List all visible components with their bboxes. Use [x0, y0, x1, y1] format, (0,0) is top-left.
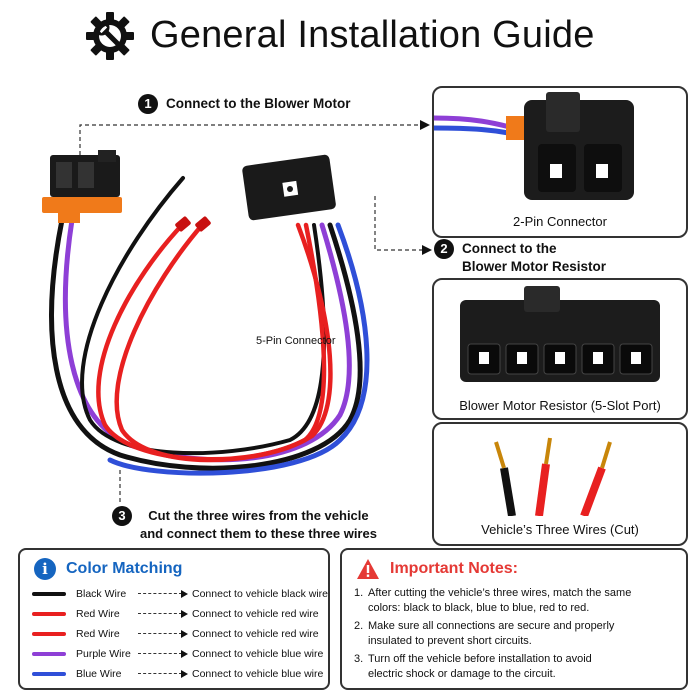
arrow-icon	[138, 590, 188, 598]
note-number: 2.	[354, 620, 364, 632]
note-line: Make sure all connections are secure and…	[368, 620, 615, 632]
wire-destination: Connect to vehicle red wire	[192, 628, 319, 640]
vehicle-wires-closeup	[494, 437, 612, 516]
note-line: After cutting the vehicle’s three wires,…	[368, 587, 632, 599]
black-wire	[49, 217, 363, 471]
color-matching-title: Color Matching	[66, 560, 183, 577]
step-text-line1: Cut the three wires from the vehicle	[148, 508, 369, 523]
color-row: Red Wire Connect to vehicle red wire	[32, 606, 319, 622]
important-notes-header: Important Notes:	[356, 558, 518, 580]
leader-lines	[79, 124, 422, 505]
wiring-diagram	[42, 120, 432, 505]
vehicle-wires-caption: Vehicle’s Three Wires (Cut)	[481, 522, 639, 537]
resistor-panel: Blower Motor Resistor (5-Slot Port)	[432, 278, 688, 420]
wire-destination: Connect to vehicle blue wire	[192, 648, 324, 660]
five-pin-label: 5-Pin Connector	[256, 335, 336, 347]
page-title: General Installation Guide	[150, 14, 595, 56]
step-text-line2: Blower Motor Resistor	[462, 259, 607, 274]
blue-wire	[107, 222, 370, 476]
vehicle-wires-panel: Vehicle’s Three Wires (Cut)	[432, 422, 688, 546]
step-1: 1 Connect to the Blower Motor	[138, 94, 351, 114]
note-number: 1.	[354, 587, 364, 599]
note-line: electric shock or damage to the circuit.	[368, 667, 556, 680]
wire-swatch	[32, 632, 66, 636]
color-row: Blue Wire Connect to vehicle blue wire	[32, 666, 323, 682]
step-number: 2	[434, 239, 454, 259]
five-pin-connector	[242, 154, 336, 221]
wire-destination: Connect to vehicle blue wire	[192, 668, 324, 680]
arrow-icon	[138, 650, 188, 658]
wire-name: Black Wire	[76, 588, 127, 600]
gear-wrench-icon	[86, 12, 134, 60]
color-matching-header: i Color Matching	[34, 558, 182, 580]
step-text: Connect to the Blower Motor	[166, 96, 351, 111]
step-3: 3 Cut the three wires from the vehicle a…	[112, 506, 377, 543]
arrow-icon	[138, 630, 188, 638]
color-row: Black Wire Connect to vehicle black wire	[32, 586, 328, 602]
step-number: 3	[112, 506, 132, 526]
wire-name: Blue Wire	[76, 668, 122, 680]
important-notes-box: Important Notes: 1. After cutting the veh…	[340, 548, 688, 690]
info-icon: i	[34, 558, 56, 580]
two-pin-caption: 2-Pin Connector	[513, 214, 607, 229]
color-row: Purple Wire Connect to vehicle blue wire	[32, 646, 323, 662]
note-line: colors: black to black, blue to blue, re…	[368, 601, 590, 614]
warning-icon	[357, 559, 379, 579]
color-row: Red Wire Connect to vehicle red wire	[32, 626, 319, 642]
wire-name: Purple Wire	[76, 648, 131, 660]
resistor-port-closeup	[460, 286, 660, 382]
wire-harness	[49, 176, 370, 476]
arrow-icon	[138, 670, 188, 678]
step-number: 1	[138, 94, 158, 114]
step-text-line2: and connect them to these three wires	[140, 526, 377, 541]
wire-swatch	[32, 592, 66, 596]
note-number: 3.	[354, 653, 364, 665]
red-wire-2	[114, 221, 333, 463]
wire-swatch	[32, 612, 66, 616]
wire-name: Red Wire	[76, 628, 120, 640]
wire-destination: Connect to vehicle red wire	[192, 608, 319, 620]
arrow-icon	[138, 610, 188, 618]
note-item: 1. After cutting the vehicle’s three wire…	[354, 586, 678, 615]
important-notes-title: Important Notes:	[390, 560, 518, 577]
note-line: insulated to prevent short circuits.	[368, 634, 532, 647]
arrowhead	[420, 120, 430, 130]
note-item: 3. Turn off the vehicle before installati…	[354, 652, 678, 681]
wire-destination: Connect to vehicle black wire	[192, 588, 328, 600]
two-pin-panel: 2-Pin Connector	[432, 86, 688, 238]
wire-swatch	[32, 652, 66, 656]
two-pin-closeup	[434, 92, 634, 200]
two-pin-connector	[42, 150, 122, 223]
wire-swatch	[32, 672, 66, 676]
resistor-caption: Blower Motor Resistor (5-Slot Port)	[459, 398, 661, 413]
step-text-line1: Connect to the	[462, 241, 557, 256]
arrowhead	[422, 245, 432, 255]
step-2: 2 Connect to the Blower Motor Resistor	[434, 239, 607, 276]
note-item: 2. Make sure all connections are secure a…	[354, 619, 678, 648]
wire-name: Red Wire	[76, 608, 120, 620]
note-line: Turn off the vehicle before installation…	[368, 653, 592, 665]
